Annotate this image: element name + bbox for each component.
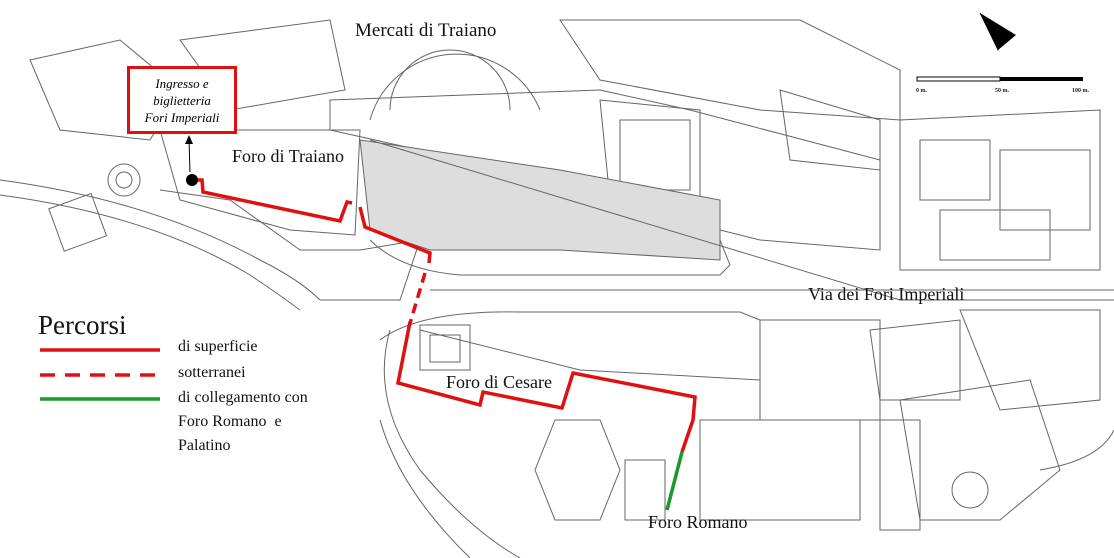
label-foro-romano: Foro Romano xyxy=(648,512,748,532)
label-via-fori-imperiali: Via dei Fori Imperiali xyxy=(808,284,965,304)
legend-title: Percorsi xyxy=(38,310,127,340)
route-underground xyxy=(406,272,427,331)
legend-item-underground: sotterranei xyxy=(178,364,246,381)
entrance-line-2: biglietteria xyxy=(153,92,211,108)
entrance-marker xyxy=(186,174,198,186)
north-arrow-icon xyxy=(979,12,1016,51)
entrance-arrow xyxy=(188,139,191,173)
scale-bar xyxy=(916,76,1083,82)
scale-label-100: 100 m. xyxy=(1072,88,1089,94)
entrance-arrow-head xyxy=(185,135,193,144)
scale-label-0: 0 m. xyxy=(916,88,927,94)
legend-item-surface: di superficie xyxy=(178,338,258,355)
label-mercati-traiano: Mercati di Traiano xyxy=(355,20,497,41)
scale-label-50: 50 m. xyxy=(995,88,1009,94)
label-foro-cesare: Foro di Cesare xyxy=(446,372,552,392)
label-foro-traiano: Foro di Traiano xyxy=(232,146,345,166)
legend-item-link-line2: Foro Romano e xyxy=(178,413,282,430)
route-surface-cesare xyxy=(395,321,697,453)
route-link-foro-romano xyxy=(665,451,684,511)
route-surface-traiano xyxy=(192,178,353,224)
route-surface-traiano-2 xyxy=(358,206,432,264)
entrance-line-1: Ingresso e xyxy=(155,75,209,91)
entrance-line-3: Fori Imperiali xyxy=(144,109,220,125)
legend-item-link: di collegamento con xyxy=(178,389,308,406)
legend-item-link-line3: Palatino xyxy=(178,437,231,454)
entrance-ticket-office-box: Ingresso e biglietteria Fori Imperiali xyxy=(127,66,237,134)
